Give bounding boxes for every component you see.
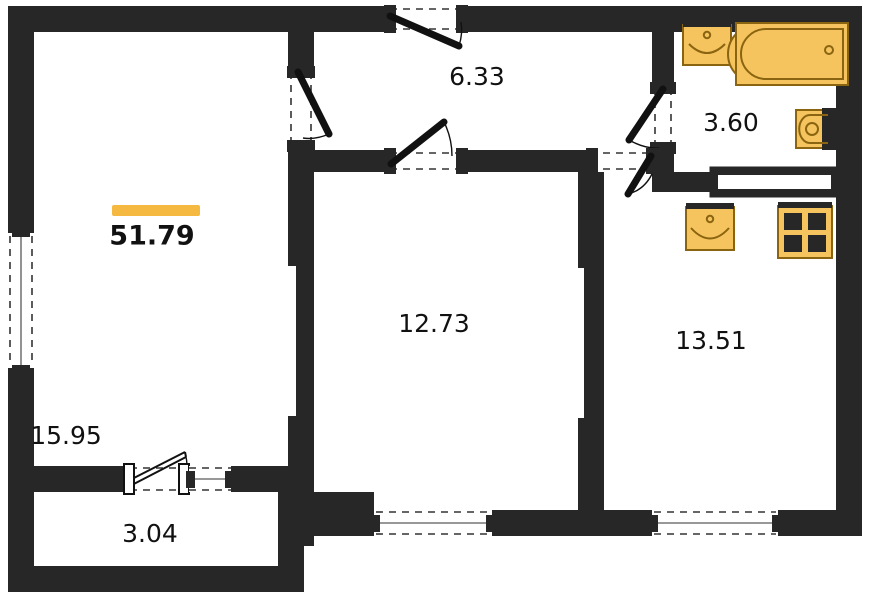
bathtub-icon xyxy=(727,22,849,86)
kitchen-counter-icon xyxy=(709,166,840,198)
door-living-to-hall xyxy=(287,66,333,152)
room-label-bedroom: 12.73 xyxy=(398,309,470,338)
bathroom-sink-icon xyxy=(682,21,732,66)
total-area-accent-bar xyxy=(112,205,200,216)
door-kitchen xyxy=(586,148,660,198)
room-label-bathroom: 3.60 xyxy=(703,108,759,137)
cooktop-icon xyxy=(777,202,833,259)
balcony-door xyxy=(123,451,234,495)
door-bedroom xyxy=(384,118,468,174)
room-label-hallway: 6.33 xyxy=(449,62,505,91)
room-label-balcony: 3.04 xyxy=(122,519,178,548)
door-bathroom xyxy=(625,82,676,154)
kitchen-sink-icon xyxy=(685,203,735,251)
window-kitchen-bottom xyxy=(649,510,781,536)
window-left-exterior xyxy=(8,228,34,374)
room-label-living-room: 15.95 xyxy=(30,421,102,450)
window-bedroom-bottom xyxy=(371,510,495,536)
wall-structure xyxy=(8,6,862,592)
total-area-label: 51.79 xyxy=(109,221,194,252)
room-label-kitchen: 13.51 xyxy=(675,326,747,355)
toilet-icon xyxy=(795,108,844,150)
door-hall-top xyxy=(384,5,468,50)
